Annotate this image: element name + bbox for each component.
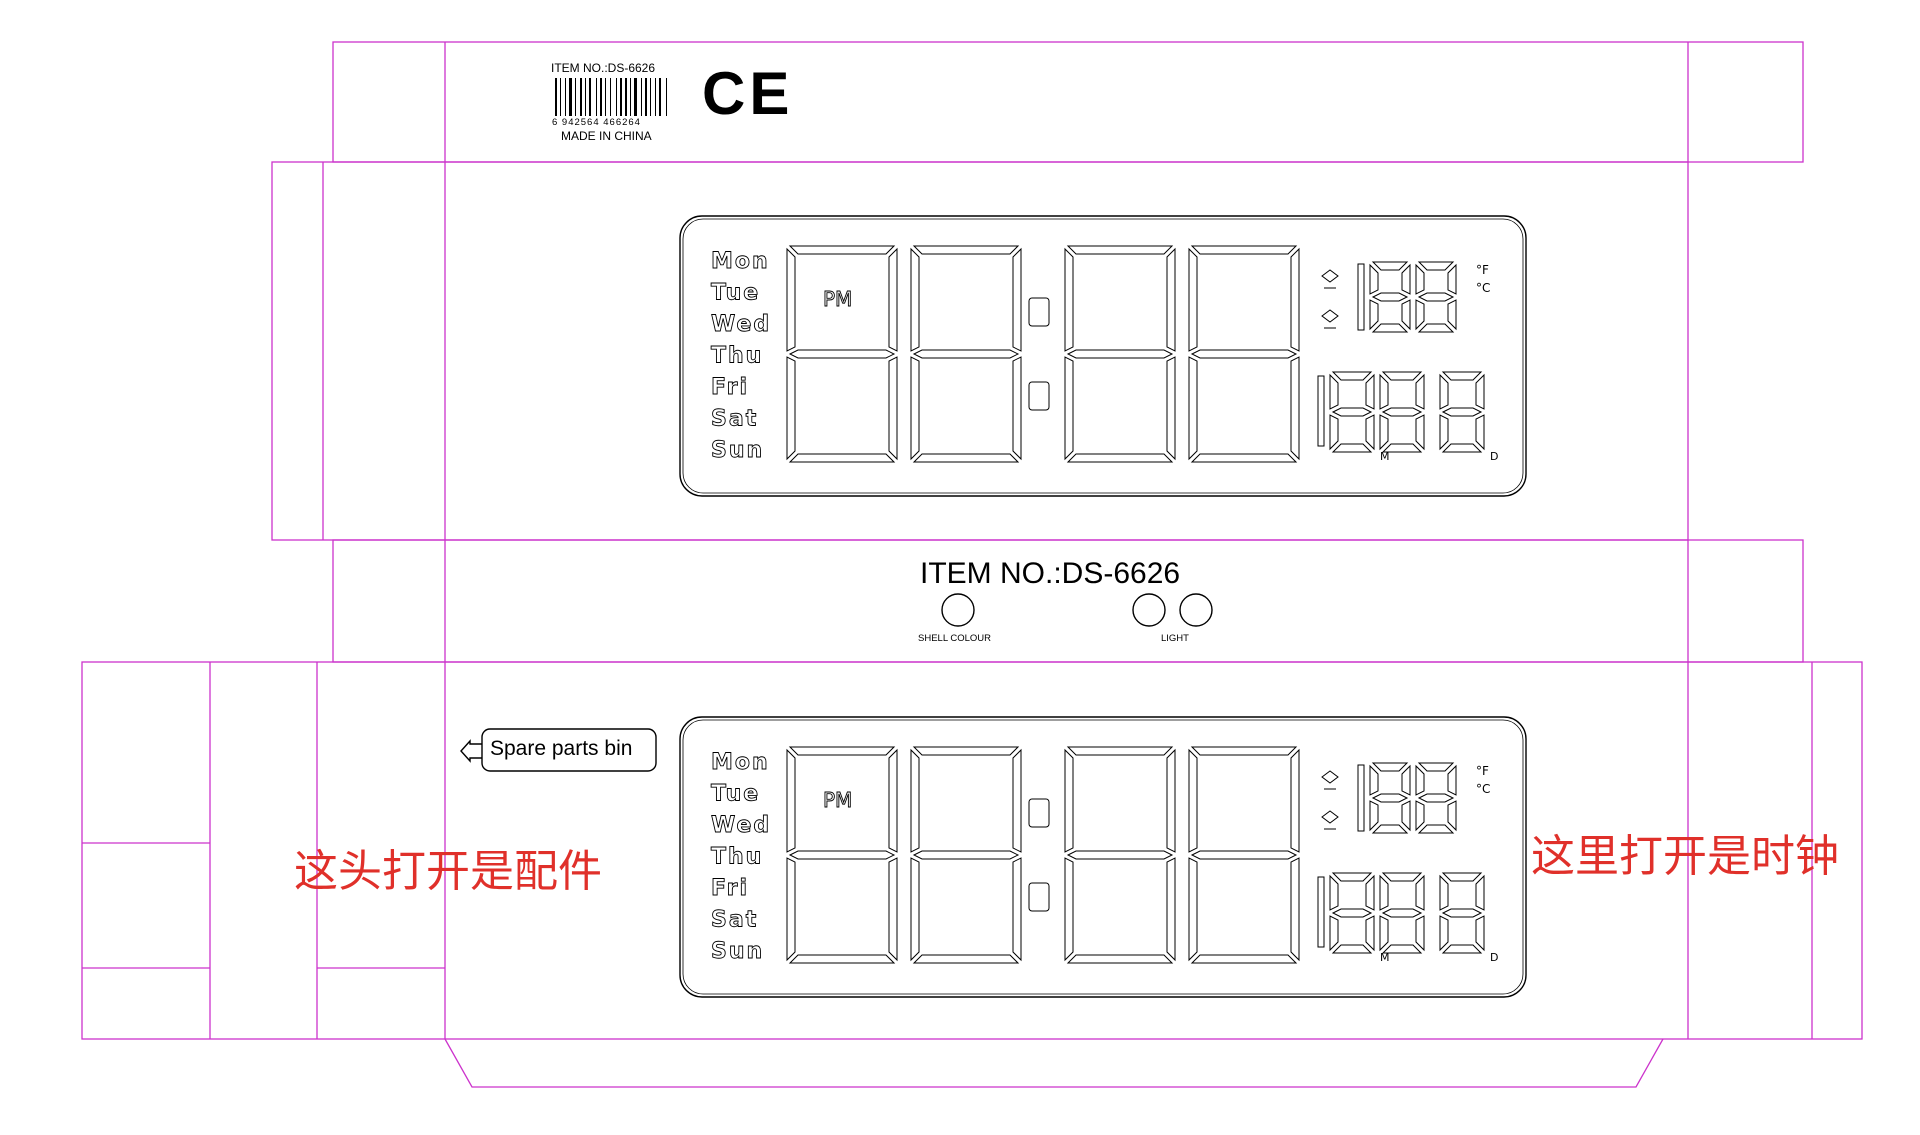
weekday-label: Sun — [711, 939, 764, 964]
outdoor-icon — [1321, 810, 1339, 830]
weekday-label: Sun — [711, 438, 764, 463]
unit-fahrenheit: °F — [1476, 263, 1489, 277]
weekday-label: Thu — [711, 845, 763, 870]
weekday-label: Fri — [711, 876, 749, 901]
indoor-icon — [1321, 770, 1339, 790]
lcd-digit-outline — [1064, 746, 1176, 964]
weekday-label: Mon — [711, 750, 770, 775]
lcd-digit-outline — [910, 746, 1022, 964]
weekday-label: Sat — [711, 908, 758, 933]
weekday-label: Sat — [711, 407, 758, 432]
shell-colour-swatch — [941, 593, 975, 627]
weekday-label: Tue — [711, 281, 760, 306]
lcd-digit-outline — [1415, 261, 1457, 333]
lcd-digit-outline — [1439, 872, 1485, 954]
made-in-china: MADE IN CHINA — [561, 129, 652, 143]
colon-dot — [1028, 297, 1050, 327]
month-label: M — [1380, 951, 1390, 964]
spare-parts-callout: Spare parts bin — [490, 737, 633, 760]
note-accessories-end: 这头打开是配件 — [294, 846, 602, 897]
outdoor-icon — [1321, 309, 1339, 329]
day-label: D — [1490, 951, 1498, 964]
weekday-label: Fri — [711, 375, 749, 400]
barcode-number: 6 942564 466264 — [552, 117, 641, 128]
unit-celsius: °C — [1476, 281, 1490, 295]
colon-dot — [1028, 882, 1050, 912]
light-swatches — [1132, 593, 1213, 627]
light-label: LIGHT — [1161, 633, 1189, 644]
ce-mark: CE — [702, 60, 794, 127]
lcd-digit-outline — [1379, 371, 1425, 453]
colon-dot — [1028, 381, 1050, 411]
pm-indicator: PM — [823, 287, 852, 311]
lcd-frame — [679, 215, 1527, 497]
indoor-icon — [1321, 269, 1339, 289]
dieline-lines — [81, 41, 1863, 1088]
lcd-digit-outline — [1329, 371, 1375, 453]
weekday-label: Wed — [711, 312, 771, 337]
weekday-label: Wed — [711, 813, 771, 838]
weekday-label: Tue — [711, 782, 760, 807]
lcd-digit-outline — [1329, 872, 1375, 954]
lcd-digit-outline — [1188, 746, 1300, 964]
lcd-digit-outline — [1415, 762, 1457, 834]
arrow-left-icon — [460, 739, 482, 763]
callout-box — [460, 728, 657, 772]
colon-dot — [1028, 798, 1050, 828]
lcd-digit-outline — [1369, 762, 1411, 834]
lcd-digit-outline — [1188, 245, 1300, 463]
weekday-label: Mon — [711, 249, 770, 274]
lcd-digit-outline — [786, 746, 898, 964]
day-label: D — [1490, 450, 1498, 463]
lcd-digit-outline — [1439, 371, 1485, 453]
lcd-digit-outline — [1064, 245, 1176, 463]
lcd-digit-outline — [786, 245, 898, 463]
note-clock-end: 这里打开是时钟 — [1531, 831, 1839, 882]
shell-colour-label: SHELL COLOUR — [918, 633, 992, 644]
pm-indicator: PM — [823, 788, 852, 812]
lcd-frame — [679, 716, 1527, 998]
item-number: ITEM NO.:DS-6626 — [920, 557, 1181, 590]
month-label: M — [1380, 450, 1390, 463]
unit-fahrenheit: °F — [1476, 764, 1489, 778]
unit-celsius: °C — [1476, 782, 1490, 796]
barcode — [555, 78, 667, 116]
lcd-digit-outline — [1379, 872, 1425, 954]
lcd-digit-outline — [1369, 261, 1411, 333]
weekday-label: Thu — [711, 344, 763, 369]
barcode-item-no: ITEM NO.:DS-6626 — [551, 61, 656, 75]
lcd-digit-outline — [910, 245, 1022, 463]
